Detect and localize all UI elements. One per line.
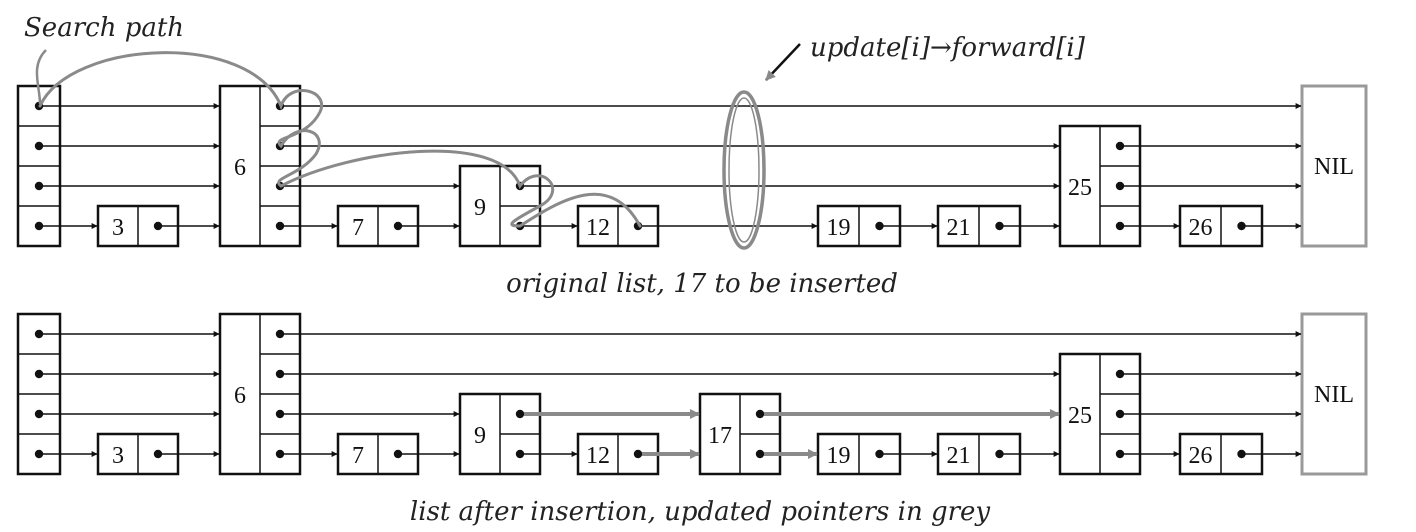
pointer-dot — [34, 369, 44, 379]
node-key: 9 — [474, 423, 486, 449]
pointer-dot — [153, 221, 163, 231]
node-key: 6 — [234, 155, 246, 181]
node-key: 25 — [1068, 175, 1092, 201]
search-path-curve — [38, 51, 642, 228]
pointer-dot — [1237, 221, 1246, 231]
nil-label: NIL — [1314, 154, 1354, 180]
pointer-dot — [515, 409, 525, 419]
update-label-arrow — [765, 43, 801, 81]
pointer-dot — [995, 221, 1004, 231]
node-key: 21 — [947, 215, 971, 241]
node-key: 17 — [708, 423, 732, 449]
nil-node: NIL — [1300, 84, 1368, 248]
pointer-dot — [34, 329, 44, 339]
pointer-dot — [875, 221, 884, 231]
pointer-dot — [875, 449, 884, 459]
update-ring — [722, 90, 766, 250]
node-key: 19 — [827, 443, 851, 469]
pointer-dot — [393, 449, 403, 459]
node-21: 21 — [936, 432, 1022, 476]
node-key: 25 — [1068, 403, 1092, 429]
pointer-dot — [1115, 141, 1125, 151]
pointer-dot — [34, 141, 44, 151]
pointer-dot — [34, 221, 44, 231]
pointer-dot — [34, 181, 44, 191]
pointer-dot — [755, 449, 765, 459]
pointer-dot — [275, 449, 285, 459]
top-caption: original list, 17 to be inserted — [506, 269, 898, 299]
node-key: 9 — [474, 195, 486, 221]
bottom-caption: list after insertion, updated pointers i… — [410, 497, 991, 527]
node-25: 25 — [1058, 352, 1142, 476]
pointer-dot — [275, 221, 285, 231]
nil-box — [1300, 312, 1368, 476]
pointer-dot — [34, 409, 44, 419]
node-key: 7 — [352, 215, 364, 241]
node-26: 26 — [1178, 204, 1264, 248]
bottom-skip-list: 3 6 7 9 12 17 19 21 25 26 NIL — [16, 312, 1368, 476]
pointer-dot — [153, 449, 163, 459]
node-6: 6 — [218, 84, 302, 248]
nil-box — [1300, 84, 1368, 248]
nil-node: NIL — [1300, 312, 1368, 476]
node-17: 17 — [698, 392, 782, 476]
node-key: 26 — [1189, 215, 1213, 241]
search-path-label: Search path — [24, 13, 184, 43]
pointer-dot — [1115, 369, 1125, 379]
pointer-dot — [995, 449, 1004, 459]
pointer-dot — [1115, 409, 1125, 419]
node-key: 6 — [234, 383, 246, 409]
pointer-dot — [275, 329, 285, 339]
node-6: 6 — [218, 312, 302, 476]
node-key: 19 — [827, 215, 851, 241]
pointer-dot — [34, 449, 44, 459]
update-forward-label: update[i]→forward[i] — [810, 33, 1086, 63]
pointer-dot — [1115, 221, 1125, 231]
search-path-overlay — [35, 43, 801, 250]
update-ring-inner — [728, 97, 760, 243]
header-node — [16, 84, 62, 248]
node-key: 7 — [352, 443, 364, 469]
pointer-dot — [393, 221, 403, 231]
pointer-dot — [755, 409, 765, 419]
top-skip-list: 3 6 7 9 12 19 21 25 26 NIL — [16, 84, 1368, 248]
nil-label: NIL — [1314, 382, 1354, 408]
pointer-dot — [633, 449, 643, 459]
pointer-dot — [1115, 181, 1125, 191]
node-key: 3 — [112, 215, 124, 241]
node-key: 26 — [1189, 443, 1213, 469]
pointer-dot — [275, 409, 285, 419]
pointer-dot — [275, 369, 285, 379]
pointer-dot — [1115, 449, 1125, 459]
node-12: 12 — [576, 432, 660, 476]
node-key: 3 — [112, 443, 124, 469]
node-key: 12 — [586, 443, 610, 469]
node-key: 12 — [586, 215, 610, 241]
search-path-leader — [35, 49, 47, 105]
pointer-dot — [515, 449, 525, 459]
pointer-dot — [1237, 449, 1246, 459]
node-key: 21 — [947, 443, 971, 469]
header-node — [16, 312, 62, 476]
node-9: 9 — [458, 392, 542, 476]
